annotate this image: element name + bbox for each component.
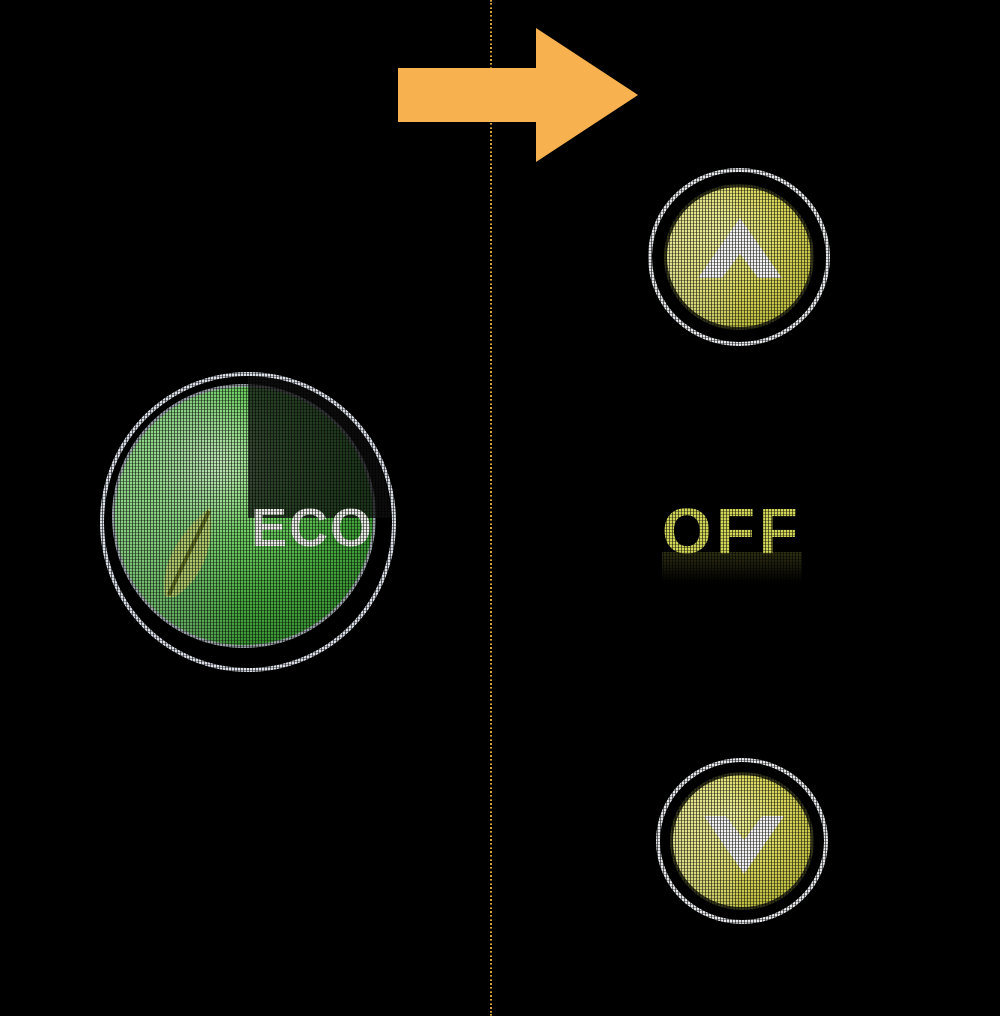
status-reflection — [662, 552, 802, 582]
eco-button-label: ECO — [251, 498, 375, 558]
decrease-button[interactable] — [656, 758, 828, 924]
chevron-down-icon — [704, 816, 784, 874]
arrow-right-icon — [398, 28, 638, 162]
chevron-up-icon — [698, 218, 782, 278]
leaf-icon — [164, 507, 212, 597]
eco-button[interactable]: ECO — [100, 372, 396, 672]
increase-button[interactable] — [648, 168, 830, 346]
